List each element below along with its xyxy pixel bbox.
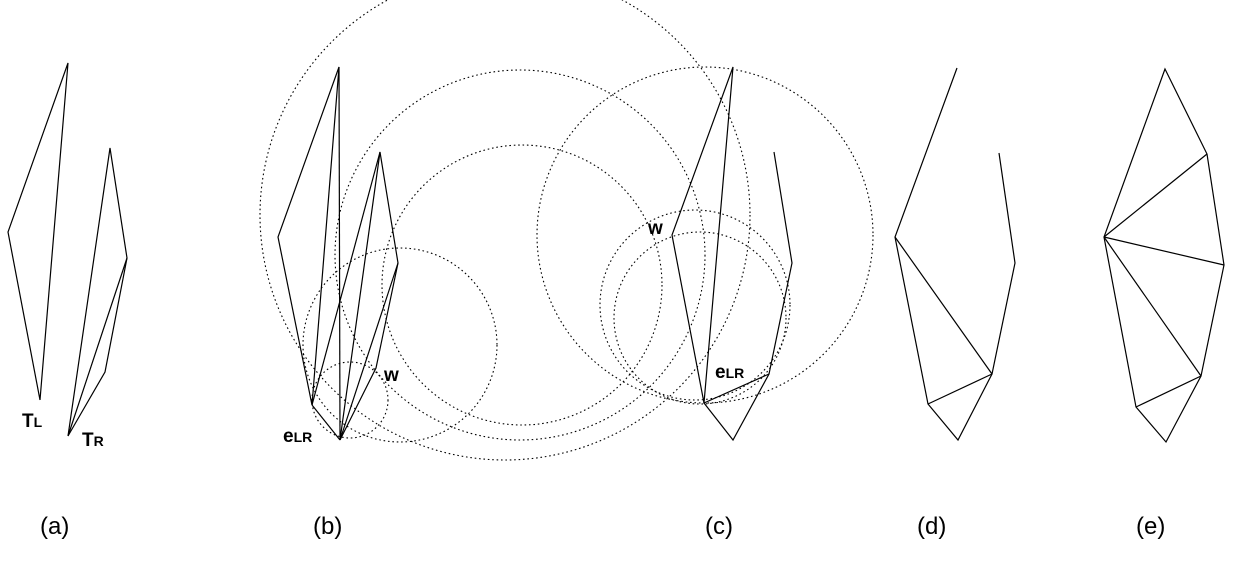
label-tr: TR — [82, 430, 104, 451]
panel-a: TL TR (a) — [7, 62, 128, 540]
tr-diagonal — [67, 257, 128, 437]
left-triangulation-tl — [7, 62, 69, 401]
circumcircle-upper — [334, 69, 706, 441]
circumcircle-large-c — [536, 66, 874, 404]
base-edge-elr — [311, 404, 341, 441]
hull-e — [1103, 67, 1225, 444]
candidate-edge-2 — [311, 151, 381, 406]
circumcircle-mid-c — [599, 209, 791, 401]
caption-a: (a) — [40, 513, 69, 540]
edge-elr-c — [703, 373, 770, 404]
panel-b: w eLR (b) — [259, 0, 751, 540]
caption-d: (d) — [917, 513, 946, 540]
edge-d-1 — [894, 236, 993, 375]
right-diagonal-b — [339, 262, 399, 441]
circumcircle-w — [302, 247, 498, 443]
circumcircle-small — [311, 361, 389, 439]
circumcircle-small-c — [613, 231, 787, 405]
caption-b: (b) — [313, 513, 342, 540]
label-w-c: w — [647, 218, 663, 239]
circumcircle-mid — [381, 144, 663, 426]
panel-e: (e) — [1103, 67, 1225, 540]
edge-e-1 — [1103, 153, 1208, 238]
left-hull-c — [671, 66, 734, 404]
left-hull-b — [277, 66, 340, 406]
caption-c: (c) — [705, 513, 733, 540]
label-elr-b: eLR — [283, 426, 312, 447]
candidate-edge-1 — [338, 66, 341, 441]
right-triangulation-tr — [67, 147, 128, 437]
panel-d: (d) — [894, 67, 1016, 540]
caption-e: (e) — [1136, 513, 1165, 540]
label-elr-c: eLR — [715, 362, 744, 383]
edge-e-4 — [1135, 375, 1202, 408]
hull-left-d — [894, 67, 1016, 442]
edge-d-2 — [927, 373, 993, 405]
label-tl: TL — [22, 411, 43, 432]
circumcircle-large — [259, 0, 751, 461]
edge-e-2 — [1103, 236, 1225, 266]
panel-c: w eLR (c) — [536, 66, 874, 540]
edge-e-3 — [1103, 236, 1202, 377]
label-w-b: w — [383, 365, 399, 386]
